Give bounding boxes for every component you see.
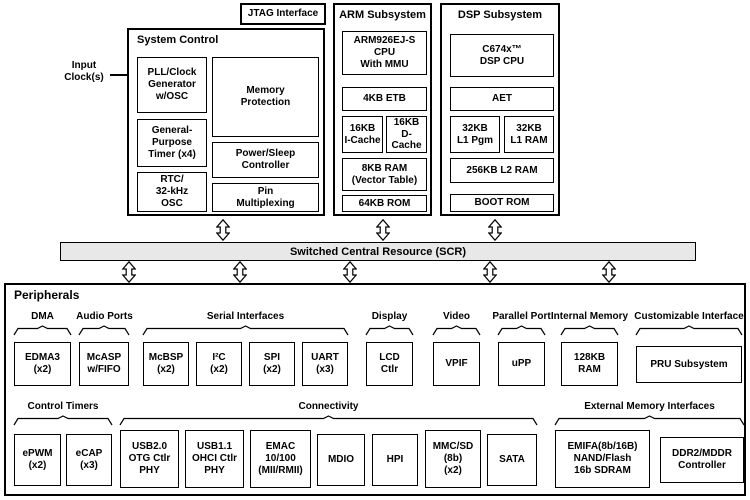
ddr2-mddr-controller-box: DDR2/MDDR Controller <box>660 437 744 483</box>
i2c-box: I²C (x2) <box>196 342 242 386</box>
power-sleep-controller-box: Power/Sleep Controller <box>212 142 319 178</box>
bracket-external-memory <box>554 415 745 426</box>
group-label-dma: DMA <box>31 311 54 322</box>
mcasp-box: McASP w/FIFO <box>79 342 129 386</box>
peripherals-title: Peripherals <box>14 288 80 302</box>
emifa-box: EMIFA(8b/16B) NAND/Flash 16b SDRAM <box>555 430 650 488</box>
dsp-l1-pgm-box: 32KB L1 Pgm <box>450 116 500 153</box>
group-label-audio-ports: Audio Ports <box>76 311 133 322</box>
bus-arrow-icon <box>122 261 136 283</box>
pin-multiplexing-box: Pin Multiplexing <box>212 183 319 212</box>
dsp-subsystem-container: DSP Subsystem C674x™ DSP CPU AET 32KB L1… <box>440 3 560 216</box>
arm-cpu-box: ARM926EJ-S CPU With MMU <box>342 31 427 75</box>
vpif-box: VPIF <box>433 342 480 386</box>
dsp-l2-ram-box: 256KB L2 RAM <box>450 158 554 183</box>
dsp-aet-box: AET <box>450 87 554 111</box>
bracket-audio-ports <box>78 325 130 336</box>
bus-arrow-icon <box>233 261 247 283</box>
group-label-control-timers: Control Timers <box>27 401 99 412</box>
spi-box: SPI (x2) <box>249 342 295 386</box>
arm-rom-box: 64KB ROM <box>342 195 427 212</box>
group-label-connectivity: Connectivity <box>298 401 359 412</box>
jtag-interface-box: JTAG Interface <box>240 3 326 25</box>
pru-subsystem-box: PRU Subsystem <box>636 346 742 383</box>
input-clock-label: Input Clock(s) <box>64 60 104 83</box>
system-control-container: System Control PLL/Clock Generator w/OSC… <box>127 28 325 216</box>
arm-dcache-box: 16KB D-Cache <box>386 116 427 153</box>
group-label-external-memory: External Memory Interfaces <box>584 401 715 412</box>
mcbsp-box: McBSP (x2) <box>143 342 189 386</box>
mdio-box: MDIO <box>317 434 365 486</box>
usb11-ohci-box: USB1.1 OHCI Ctlr PHY <box>185 430 244 488</box>
arm-icache-box: 16KB I-Cache <box>342 116 383 153</box>
bus-arrow-icon <box>602 261 616 283</box>
arm-subsystem-container: ARM Subsystem ARM926EJ-S CPU With MMU 4K… <box>333 3 432 216</box>
pll-clock-generator-box: PLL/Clock Generator w/OSC <box>137 57 207 113</box>
ecap-box: eCAP (x3) <box>66 434 112 486</box>
arm-subsystem-title: ARM Subsystem <box>339 9 426 21</box>
bracket-serial-interfaces <box>142 325 349 336</box>
hpi-box: HPI <box>372 434 418 486</box>
bracket-dma <box>13 325 72 336</box>
gp-timer-box: General- Purpose Timer (x4) <box>137 119 207 167</box>
dsp-boot-rom-box: BOOT ROM <box>450 194 554 212</box>
bus-arrow-icon <box>488 219 502 241</box>
group-label-display: Display <box>371 311 408 322</box>
peripherals-container: Peripherals DMA Audio Ports Serial Inter… <box>4 283 746 496</box>
lcd-controller-box: LCD Ctlr <box>366 342 413 386</box>
128kb-ram-box: 128KB RAM <box>561 342 618 386</box>
arm-etb-box: 4KB ETB <box>342 87 427 111</box>
sata-box: SATA <box>487 434 537 486</box>
arm-vector-ram-box: 8KB RAM (Vector Table) <box>342 158 427 191</box>
epwm-box: ePWM (x2) <box>14 434 61 486</box>
bus-arrow-icon <box>376 219 390 241</box>
bracket-parallel-port <box>497 325 546 336</box>
dsp-l1-ram-box: 32KB L1 RAM <box>504 116 554 153</box>
memory-protection-box: Memory Protection <box>212 57 319 137</box>
dsp-cpu-box: C674x™ DSP CPU <box>450 34 554 77</box>
bus-arrow-icon <box>483 261 497 283</box>
emac-box: EMAC 10/100 (MII/RMII) <box>250 430 311 488</box>
group-label-internal-memory: Internal Memory <box>550 311 629 322</box>
bus-arrow-icon <box>343 261 357 283</box>
bracket-internal-memory <box>560 325 619 336</box>
rtc-osc-box: RTC/ 32-kHz OSC <box>137 172 207 212</box>
bracket-display <box>365 325 414 336</box>
upp-box: uPP <box>498 342 545 386</box>
bracket-control-timers <box>13 415 113 426</box>
mmcsd-box: MMC/SD (8b) (x2) <box>425 430 481 488</box>
bus-arrow-icon <box>216 219 230 241</box>
group-label-parallel-port: Parallel Port <box>492 311 551 322</box>
edma3-box: EDMA3 (x2) <box>14 342 71 386</box>
group-label-serial-interfaces: Serial Interfaces <box>206 311 285 322</box>
group-label-video: Video <box>442 311 471 322</box>
bracket-customizable-interface <box>635 325 743 336</box>
group-label-customizable-interface: Customizable Interface <box>634 311 744 322</box>
bracket-connectivity <box>119 415 538 426</box>
usb20-otg-box: USB2.0 OTG Ctlr PHY <box>120 430 179 488</box>
system-control-title: System Control <box>137 34 219 46</box>
scr-bar: Switched Central Resource (SCR) <box>60 242 696 261</box>
dsp-subsystem-title: DSP Subsystem <box>457 9 543 21</box>
bracket-video <box>432 325 481 336</box>
uart-box: UART (x3) <box>302 342 348 386</box>
